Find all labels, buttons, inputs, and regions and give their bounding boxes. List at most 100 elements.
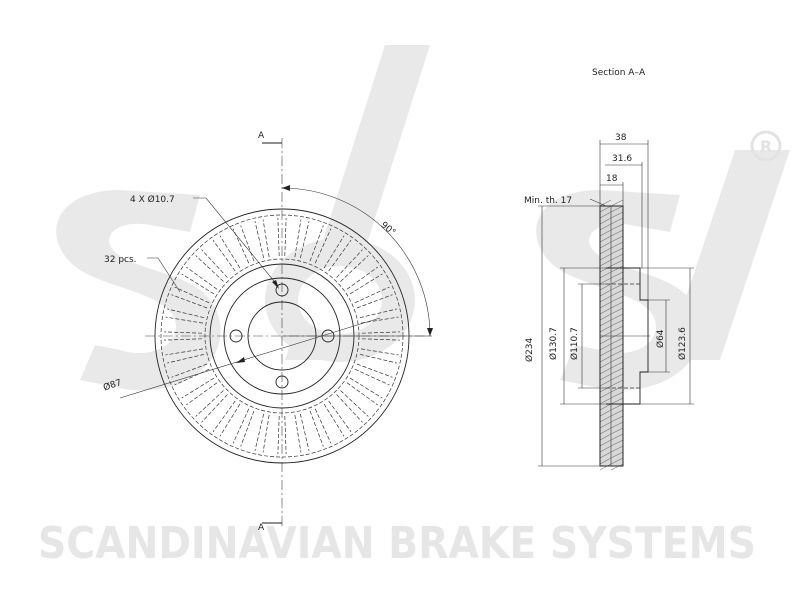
vane-line — [356, 363, 393, 378]
vane-line — [336, 394, 363, 423]
hatch-line — [610, 271, 624, 279]
hatch-line — [599, 355, 612, 363]
vane-line — [181, 377, 215, 399]
vane-line — [240, 225, 255, 262]
vane-line — [219, 235, 241, 269]
vane-line — [171, 294, 208, 309]
hatch-line — [599, 241, 612, 249]
section-view: Section A–A 38 31.6 18 Min. th. 17 Ø234 — [524, 68, 694, 471]
vane-line — [254, 221, 264, 259]
hatch-line — [610, 349, 624, 357]
hatch-line — [599, 205, 612, 213]
vane-line — [360, 348, 399, 356]
vanes-label: 32 pcs. — [104, 255, 137, 265]
bolt-holes-label: 4 X Ø10.7 — [130, 194, 175, 205]
vane-line — [201, 394, 228, 423]
dim-total-height: 38 — [615, 133, 627, 143]
hatch-line — [599, 349, 612, 357]
vane-line — [349, 273, 383, 295]
vane-line — [167, 308, 205, 318]
hatch-line — [599, 301, 612, 309]
hatch-line — [610, 391, 624, 399]
section-title: Section A–A — [592, 68, 646, 78]
vane-line — [356, 294, 393, 309]
vane-line — [186, 266, 218, 290]
hatch-line — [610, 307, 624, 315]
dim-outer-diameter: Ø234 — [524, 337, 535, 362]
vane-line — [328, 240, 352, 272]
hatch-line — [610, 415, 624, 423]
hatch-line — [610, 241, 624, 249]
vane-line — [277, 415, 280, 454]
vane-line — [336, 249, 363, 278]
bolt-hole — [275, 375, 289, 389]
hatch-line — [610, 229, 624, 237]
hatch-line — [610, 343, 624, 351]
hatch-line — [599, 235, 612, 243]
hatch-line — [599, 457, 612, 465]
pcd-label: Ø87 — [102, 377, 123, 393]
vane-line — [314, 228, 332, 264]
bolt-hole — [229, 329, 243, 343]
hatch-line — [610, 337, 624, 345]
vane-line — [171, 363, 208, 378]
hatch-line — [599, 361, 612, 369]
hatch-line — [599, 307, 612, 315]
angle-arc — [281, 187, 431, 337]
vane-line — [361, 338, 400, 341]
dim-center-bore: Ø64 — [655, 329, 666, 348]
hatch-line — [599, 337, 612, 345]
vane-line — [165, 316, 204, 324]
vane-line — [219, 403, 241, 437]
hatch-line — [610, 235, 624, 243]
hatch-line — [610, 247, 624, 255]
hatch-line — [599, 253, 612, 261]
vane-line — [262, 219, 270, 258]
hatch-line — [610, 313, 624, 321]
hatch-line — [599, 463, 612, 471]
dim-d110: Ø110.7 — [569, 327, 580, 360]
hatch-line — [599, 199, 612, 207]
vane-line — [300, 221, 310, 259]
front-view: A A 90° 4 X Ø10.7 32 pcs. Ø87 — [102, 131, 433, 533]
hatch-line — [610, 361, 624, 369]
dim-d130: Ø130.7 — [548, 327, 559, 360]
hatch-line — [599, 247, 612, 255]
cooling-vanes — [164, 218, 400, 454]
vane-line — [346, 266, 378, 290]
hatch-line — [610, 283, 624, 291]
hatch-line — [610, 319, 624, 327]
brand-watermark-text: SCANDINAVIAN BRAKE SYSTEMS — [38, 518, 756, 569]
hatch-line — [599, 433, 612, 441]
vane-line — [349, 377, 383, 399]
hatch-line — [599, 259, 612, 267]
vane-line — [300, 413, 310, 451]
hatch-line — [610, 211, 624, 219]
hatch-line — [599, 313, 612, 321]
bolt-hole — [275, 283, 289, 297]
vane-line — [174, 286, 210, 304]
hatch-line — [599, 397, 612, 405]
vane-line — [165, 348, 204, 356]
vane-line — [181, 273, 215, 295]
section-label-top: A — [258, 131, 265, 141]
vane-line — [212, 240, 236, 272]
hatch-line — [610, 265, 624, 273]
hatch-line — [599, 385, 612, 393]
hatch-line — [610, 325, 624, 333]
vane-line — [314, 408, 332, 444]
vane-line — [323, 403, 345, 437]
hatch-line — [610, 463, 624, 471]
vane-line — [240, 410, 255, 447]
vane-line — [361, 331, 400, 334]
hatch-line — [610, 373, 624, 381]
vane-line — [340, 255, 369, 282]
vane-line — [340, 390, 369, 417]
angle-label: 90° — [378, 220, 397, 238]
hatch-line — [610, 451, 624, 459]
hatch-line — [599, 343, 612, 351]
vane-line — [309, 410, 324, 447]
hatch-line — [599, 271, 612, 279]
vane-line — [186, 382, 218, 406]
vane-line — [309, 225, 324, 262]
